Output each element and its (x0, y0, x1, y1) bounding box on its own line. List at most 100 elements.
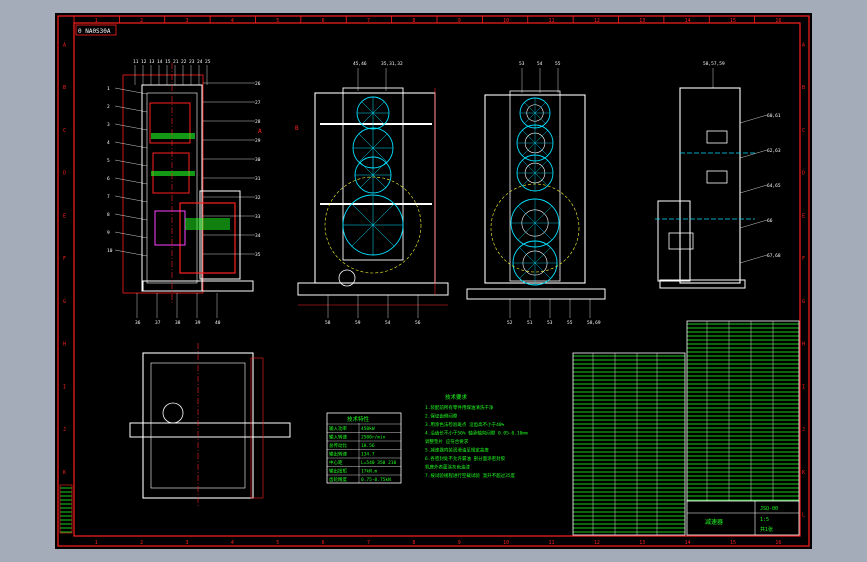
view2-flange-2 (320, 203, 432, 205)
border-number-top: 2 (140, 18, 143, 24)
view2-callout-top: 35,31,32 (381, 61, 403, 67)
title-block-frame (686, 500, 800, 536)
view4-motor-flange (657, 200, 691, 282)
border-number-bottom: 15 (730, 540, 736, 546)
view2-gear-column (342, 87, 404, 261)
note-line: 机座外表面涂灰色油漆 (425, 464, 470, 471)
view3-callout-bottom: 53 (547, 320, 553, 326)
spec-table-title: 技术特性 (347, 415, 370, 423)
note-line: 调整垫片 应符合要求 (425, 438, 469, 445)
border-number-top: 16 (775, 18, 781, 24)
view1-callout-left: 3 (107, 122, 110, 128)
view1-callout-right: 32 (255, 195, 261, 201)
spec-row-value: 17kN.m (361, 469, 378, 475)
view4-base (659, 279, 746, 289)
border-number-top: 15 (730, 18, 736, 24)
view4-callout-right: 67,68 (767, 253, 781, 259)
border-letter-right: J (802, 427, 805, 433)
title-block-code: JSQ-00 (760, 506, 778, 512)
border-number-top: 7 (367, 18, 370, 24)
technical-notes: 技术要求 1.装配前所有零件用煤油清洗干净2.保证齿侧间隙3.用涂色法检验斑点 … (425, 393, 528, 479)
border-number-bottom: 13 (639, 540, 645, 546)
view5-dim-box (250, 357, 264, 499)
spec-row-value: 450kW (361, 426, 375, 432)
view5-plan-view[interactable] (129, 343, 291, 508)
drawing-canvas[interactable]: 1122334455667788991010111112121313141415… (55, 13, 812, 549)
view1-callout-left: 9 (107, 230, 110, 236)
view1-callout-right: 26 (255, 81, 261, 87)
border-number-bottom: 12 (594, 540, 600, 546)
spec-row-label: 输出转速 (329, 451, 347, 458)
view1-callout-top: 22 (181, 59, 187, 65)
view1-callout-top: 12 (141, 59, 147, 65)
view1-callout-left: 2 (107, 104, 110, 110)
border-letter-left: C (63, 128, 66, 134)
view4-housing (679, 87, 741, 284)
view1-callout-bottom: 39 (195, 320, 201, 326)
view2-callout-bottom: 54 (385, 320, 391, 326)
view1-callout-right: 30 (255, 157, 261, 163)
border-letter-left: B (63, 85, 66, 91)
border-number-top: 5 (276, 18, 279, 24)
view3-callout-top: 53 (519, 61, 525, 67)
spec-row-label: 输出扭矩 (329, 468, 347, 475)
title-block-sheet: 共1张 (760, 526, 773, 533)
view1-callout-top: 23 (189, 59, 195, 65)
parts-list[interactable] (572, 320, 800, 536)
border-letter-right: H (802, 342, 805, 348)
view1-shaft (185, 218, 230, 230)
border-number-bottom: 5 (276, 540, 279, 546)
border-ticks: 1122334455667788991010111112121313141415… (63, 16, 805, 546)
view4-callout-top: 58,57,59 (703, 61, 725, 67)
border-number-top: 8 (412, 18, 415, 24)
border-number-bottom: 6 (322, 540, 325, 546)
view1-callout-left: 6 (107, 176, 110, 182)
border-letter-left: D (63, 171, 66, 177)
note-line: 2.保证齿侧间隙 (425, 413, 458, 420)
view1-callout-right: 35 (255, 252, 261, 258)
border-letter-right: K (802, 470, 805, 476)
note-line: 6.各密封处不允许漏油 剖分面涂密封胶 (425, 455, 506, 462)
view1-shaft-2 (151, 133, 195, 139)
border-letter-right: G (802, 299, 805, 305)
border-number-top: 6 (322, 18, 325, 24)
border-letter-left: F (63, 256, 66, 262)
border-number-top: 12 (594, 18, 600, 24)
title-block[interactable]: 减速器 JSQ-00 1:5 共1张 (686, 500, 800, 536)
border-number-top: 11 (548, 18, 554, 24)
border-number-bottom: 7 (367, 540, 370, 546)
border-letter-left: I (63, 384, 66, 390)
border-number-bottom: 11 (548, 540, 554, 546)
view3-callout-bottom: 55 (567, 320, 573, 326)
spec-table-frame (326, 412, 402, 484)
view4-window-2 (706, 170, 728, 184)
border-number-top: 4 (231, 18, 234, 24)
border-letter-left: G (63, 299, 66, 305)
view3-base (466, 288, 606, 300)
border-letter-left: A (63, 42, 66, 48)
stamp-text: 0 NA0S30A (78, 28, 111, 35)
view1-callout-bottom: 38 (175, 320, 181, 326)
view1-callout-top: 25 (205, 59, 211, 65)
view5-shaft-line (129, 422, 291, 438)
view2-shaft-end (338, 269, 356, 287)
spec-row-value: 0.75-0.75kN (361, 477, 391, 483)
view1-callout-right: 27 (255, 100, 261, 106)
section-label-b: B (295, 125, 299, 132)
view1-callout-right: 29 (255, 138, 261, 144)
title-block-title: 减速器 (705, 518, 723, 526)
border-letter-right: F (802, 256, 805, 262)
stamp-box (75, 24, 117, 36)
view1-callout-bottom: 40 (215, 320, 221, 326)
note-line: 5.减速器内装润滑油至规定高度 (425, 447, 489, 454)
view1-callout-top: 24 (197, 59, 203, 65)
section-label-a: A (258, 128, 262, 135)
border-number-bottom: 16 (775, 540, 781, 546)
